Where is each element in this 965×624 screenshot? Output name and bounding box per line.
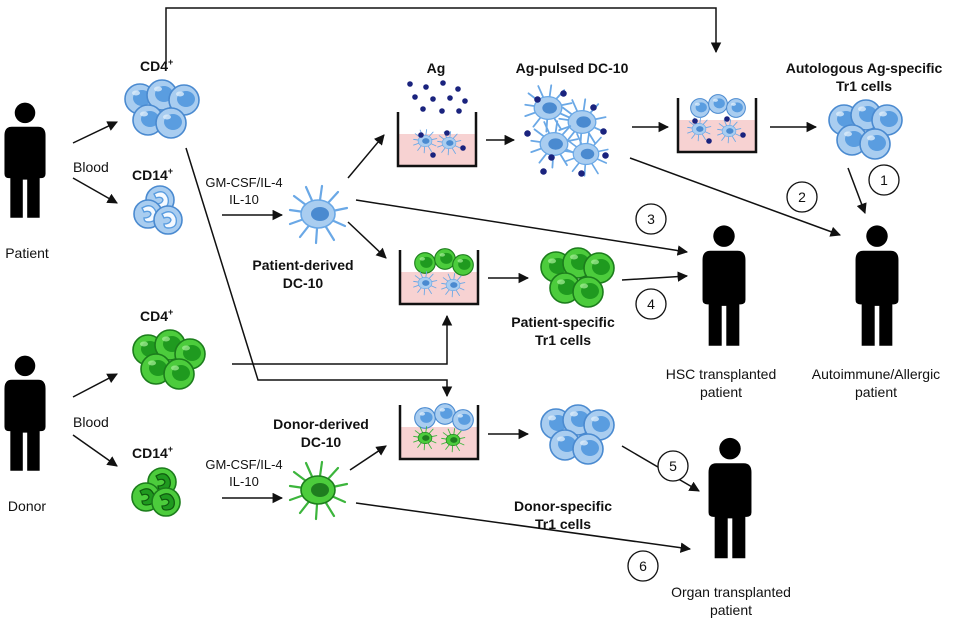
flow-arrows <box>72 7 867 553</box>
antigen-pulsing-well <box>396 110 478 168</box>
autoimmune-patient-label-2: patient <box>855 384 897 400</box>
patient-dc10-label-1: Patient-derived <box>252 257 353 273</box>
patient-specific-tr1-cells <box>540 247 615 308</box>
cd14-patient-label: CD14+ <box>132 166 173 183</box>
cd4-donor-cells <box>132 329 206 390</box>
organ-patient-figure-icon <box>708 437 752 559</box>
organ-patient-label-2: patient <box>710 602 752 618</box>
autologous-tr1-label-1: Autologous Ag-specific <box>786 60 943 76</box>
ag-pulsed-dc10-label: Ag-pulsed DC-10 <box>516 60 629 76</box>
patient-specific-coculture-well <box>398 248 480 306</box>
svg-text:6: 6 <box>639 558 647 574</box>
ag-label: Ag <box>427 60 446 76</box>
donor-cytokines-label-1: GM-CSF/IL-4 <box>205 457 282 472</box>
antigen-dots <box>407 80 468 114</box>
blood-label-donor: Blood <box>73 414 109 430</box>
step-2-badge: 2 <box>786 181 818 213</box>
patient-dc10-label-2: DC-10 <box>283 275 324 291</box>
cd14-donor-label: CD14+ <box>132 444 173 461</box>
cd4-patient-cells <box>124 79 200 139</box>
donor-specific-tr1-cells <box>540 404 615 465</box>
donor-figure-icon <box>4 355 46 471</box>
step-4-badge: 4 <box>635 288 667 320</box>
step-1-badge: 1 <box>868 164 900 196</box>
patient-label: Patient <box>5 245 49 261</box>
svg-text:1: 1 <box>880 172 888 188</box>
step-6-badge: 6 <box>627 550 659 582</box>
hsc-patient-label-1: HSC transplanted <box>666 366 777 382</box>
cd14-donor-cells <box>131 467 181 517</box>
svg-text:5: 5 <box>669 458 677 474</box>
cd4-donor-label: CD4+ <box>140 307 173 324</box>
donor-dc10-label-2: DC-10 <box>301 434 342 450</box>
cd14-patient-cells <box>133 185 183 235</box>
hsc-patient-figure-icon <box>702 225 746 346</box>
patient-dc10-cell <box>288 184 349 245</box>
donor-dc10-label-1: Donor-derived <box>273 416 369 432</box>
donor-specific-tr1-label-2: Tr1 cells <box>535 516 591 532</box>
donor-dc10-cell <box>288 460 349 521</box>
cd4-patient-label: CD4+ <box>140 57 173 74</box>
patient-specific-tr1-label-2: Tr1 cells <box>535 332 591 348</box>
blood-label-patient: Blood <box>73 159 109 175</box>
donor-label: Donor <box>8 498 46 514</box>
donor-specific-tr1-label-1: Donor-specific <box>514 498 612 514</box>
autologous-tr1-cells <box>828 99 903 160</box>
patient-cytokines-label-2: IL-10 <box>229 192 259 207</box>
autologous-tr1-label-2: Tr1 cells <box>836 78 892 94</box>
svg-text:2: 2 <box>798 189 806 205</box>
organ-patient-label-1: Organ transplanted <box>671 584 791 600</box>
step-3-badge: 3 <box>635 203 667 235</box>
hsc-patient-label-2: patient <box>700 384 742 400</box>
autoimmune-patient-figure-icon <box>855 225 899 346</box>
step-5-badge: 5 <box>657 450 689 482</box>
svg-text:3: 3 <box>647 211 655 227</box>
patient-figure-icon <box>4 102 46 218</box>
autologous-coculture-well <box>676 94 758 154</box>
ag-pulsed-dc10-cells <box>524 84 609 177</box>
donor-specific-coculture-well <box>398 403 480 461</box>
donor-cytokines-label-2: IL-10 <box>229 474 259 489</box>
patient-specific-tr1-label-1: Patient-specific <box>511 314 615 330</box>
svg-text:4: 4 <box>647 296 655 312</box>
autoimmune-patient-label-1: Autoimmune/Allergic <box>812 366 940 382</box>
patient-cytokines-label-1: GM-CSF/IL-4 <box>205 175 282 190</box>
